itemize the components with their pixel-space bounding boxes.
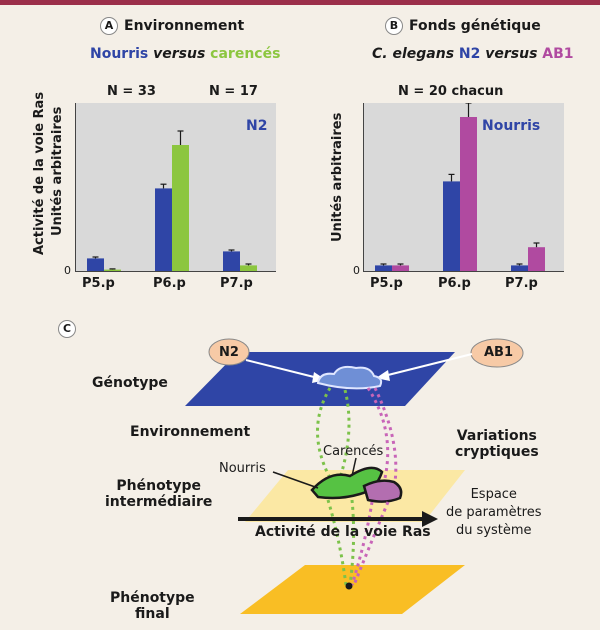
panel-a-xtick-p7: P7.p <box>220 276 253 291</box>
legend-n2: N2 <box>458 46 481 62</box>
pheno-inter-line-1: Phénotype <box>116 478 202 494</box>
panel-a-bar-P6p-nourris <box>155 188 172 271</box>
espace-line-1: Espace <box>470 487 517 502</box>
panel-a-xtick-p6: P6.p <box>153 276 186 291</box>
panel-b-xtick-p7: P7.p <box>505 276 538 291</box>
panel-b-n-label: N = 20 chacun <box>398 84 504 99</box>
genotype-cloud <box>316 365 383 390</box>
panel-b-bar-P6p-n2 <box>443 181 460 271</box>
variations-label: Variations cryptiques <box>455 428 539 460</box>
panel-a-ylabel-1: Activité de la voie Ras <box>32 91 47 255</box>
carences-final-path-2 <box>352 501 390 586</box>
legend-versus: versus <box>153 46 206 62</box>
panel-b-xtick-p5: P5.p <box>370 276 403 291</box>
panel-a-strain-label: N2 <box>246 118 268 134</box>
carences-shape <box>362 479 403 503</box>
panel-a-bar-P6p-carencs <box>172 145 189 271</box>
pheno-inter-line-2: intermédiaire <box>105 494 213 510</box>
carences-pointer <box>351 457 357 477</box>
carences-label: Carencés <box>323 444 384 459</box>
panel-b-bar-P7p-ab1 <box>528 247 545 271</box>
ab1-arrow <box>383 353 473 377</box>
panel-b-bar-P5p-ab1 <box>392 265 409 271</box>
final-point <box>345 582 353 590</box>
panel-a-xtick-p5: P5.p <box>82 276 115 291</box>
intermediate-plane <box>245 470 465 522</box>
pheno-final-line-1: Phénotype <box>110 590 195 606</box>
espace-line-3: du système <box>455 523 532 538</box>
legend-carences: carencés <box>210 46 281 62</box>
variations-line-2: cryptiques <box>455 444 539 460</box>
nourris-shape <box>310 466 384 500</box>
panel-a-bar-P5p-nourris <box>87 258 104 271</box>
phenotype-final-label: Phénotype final <box>110 590 195 622</box>
nourris-pointer <box>272 471 319 489</box>
nourris-path-2 <box>338 389 351 479</box>
panel-a-ylabel-2: Unités arbitraires <box>50 106 65 236</box>
panel-b-subtitle: C. elegans N2 versus AB1 <box>372 46 574 62</box>
top-accent-bar <box>0 0 600 5</box>
panel-a-bars <box>87 130 257 271</box>
panel-a-letter: A <box>100 17 118 35</box>
panel-b-bar-P5p-n2 <box>375 265 392 271</box>
n2-arrow <box>245 359 319 379</box>
espace-line-2: de paramètres <box>446 505 542 520</box>
nourris-final-path-1 <box>326 499 348 586</box>
panel-a-title-text: Environnement <box>124 18 245 34</box>
carences-path-2 <box>373 387 398 483</box>
panel-a-n-left: N = 33 <box>107 84 156 99</box>
ab1-arrow-head <box>376 370 390 381</box>
panel-b-plot: Nourris <box>363 103 564 272</box>
legend-nourris: Nourris <box>90 46 149 62</box>
panel-c-letter-wrap: C <box>58 318 82 338</box>
panel-b-bar-P6p-ab1 <box>460 117 477 271</box>
pheno-final-line-2: final <box>135 606 170 622</box>
legend-versus-b: versus <box>485 46 538 62</box>
panel-a-plot: N2 <box>75 103 276 272</box>
panel-c-letter: C <box>58 319 76 338</box>
n2-arrow-head <box>312 372 326 383</box>
ab1-label: AB1 <box>484 345 514 360</box>
environnement-label: Environnement <box>130 424 251 440</box>
panel-b-title: B Fonds génétique <box>385 17 541 35</box>
nourris-label: Nourris <box>219 461 266 476</box>
genotype-plane <box>185 352 455 406</box>
carences-path-1 <box>366 387 390 479</box>
nourris-final-path-2 <box>348 499 356 586</box>
carences-final-path-1 <box>350 501 374 586</box>
panel-b-zero: 0 <box>353 264 360 277</box>
phenotype-intermediaire-label: Phénotype intermédiaire <box>105 478 212 510</box>
panel-a-bar-P7p-nourris <box>223 251 240 271</box>
panel-b-title-text: Fonds génétique <box>409 18 541 34</box>
species-label: C. elegans <box>372 46 455 62</box>
panel-b-xtick-p6: P6.p <box>438 276 471 291</box>
panel-b-ylabel: Unités arbitraires <box>330 112 345 242</box>
panel-b-bars <box>375 103 545 271</box>
panel-a-bar-P5p-carencs <box>104 269 121 271</box>
nourris-path-1 <box>316 387 332 479</box>
final-plane <box>240 565 465 614</box>
panel-b-letter: B <box>385 17 403 35</box>
panel-a-zero: 0 <box>64 264 71 277</box>
n2-label: N2 <box>219 345 239 360</box>
genotype-label: Génotype <box>92 375 168 391</box>
activite-label: Activité de la voie Ras <box>255 524 431 540</box>
panel-a-title: A Environnement <box>100 17 244 35</box>
espace-label: Espace de paramètres du système <box>446 486 542 540</box>
panel-a-subtitle: Nourris versus carencés <box>90 46 280 62</box>
panel-a-bar-P7p-carencs <box>240 265 257 271</box>
legend-ab1: AB1 <box>542 46 574 62</box>
panel-b-condition-label: Nourris <box>482 118 541 134</box>
variations-line-1: Variations <box>456 428 537 444</box>
panel-b-bar-P7p-n2 <box>511 265 528 271</box>
panel-a-n-right: N = 17 <box>209 84 258 99</box>
